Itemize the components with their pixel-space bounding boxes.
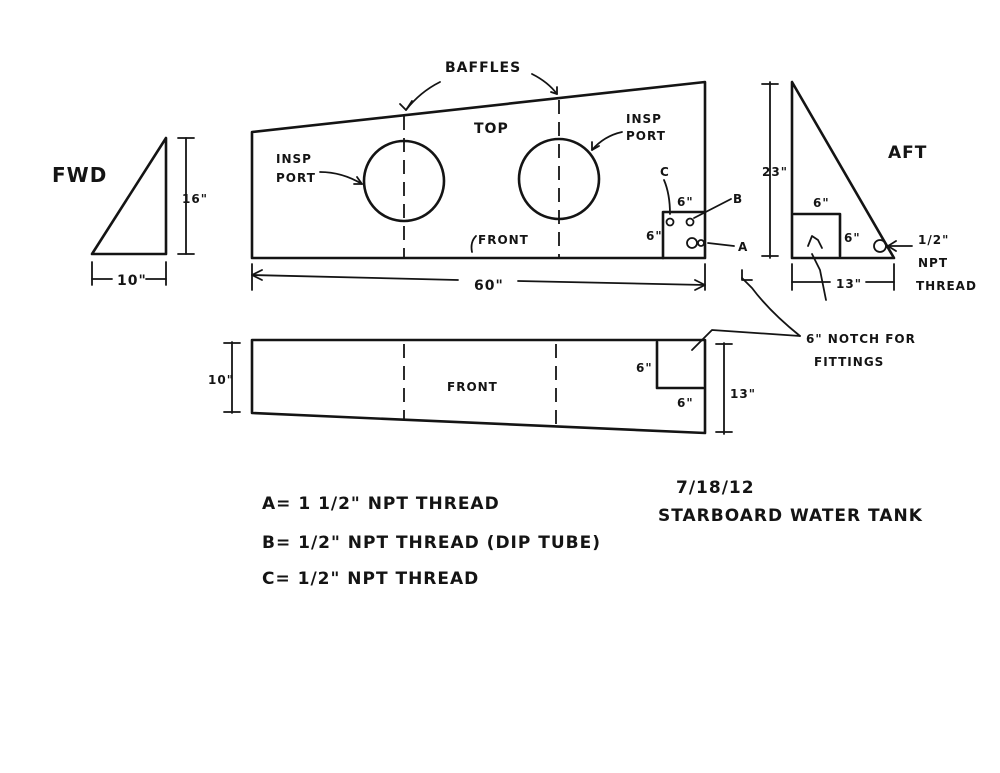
insp-port-left-arrow [319,171,363,185]
aft-view: 6" 6" AFT 23" 13" 1/2" NPT THREAD [761,80,977,293]
fitting-a-symbol [686,237,698,249]
drawing-title: STARBOARD WATER TANK [658,506,923,526]
baffles-arrow-right [531,73,558,95]
fitting-b-symbol [685,217,695,227]
aft-npt-label-1: 1/2" [918,233,949,247]
side-notch [655,340,705,390]
side-view: FRONT 6" 6" 10" 13" [208,338,756,435]
top-length-dim-right [517,280,706,286]
insp-port-right-label-2: PORT [626,129,666,143]
aft-npt-label-3: THREAD [916,279,977,293]
notch-label-2: FITTINGS [814,355,884,369]
fwd-triangle [90,136,168,256]
insp-port-left [362,139,446,223]
insp-port-right-label-1: INSP [626,112,662,126]
fitting-c-leader [663,179,671,215]
front-top-bracket [470,235,477,253]
side-right-h-dim: 13" [730,387,756,401]
aft-notch-w-dim: 6" [813,196,830,210]
side-view-outline [250,338,707,435]
baffles-arrowhead-left [399,100,413,111]
top-notch-h-dim: 6" [646,229,663,243]
fitting-c-symbol [665,217,675,227]
top-view: TOP BAFFLES INSP PORT INSP PORT FRONT 6"… [250,60,748,294]
insp-port-right-arrowhead [591,141,600,151]
aft-npt-label-2: NPT [918,256,948,270]
insp-port-left-arrowhead [353,176,363,185]
top-notch-w-dim: 6" [677,195,694,209]
notch-callout: 6" NOTCH FOR FITTINGS [691,253,916,369]
side-left-h-dim: 10" [208,373,234,387]
aft-notch-h-dim: 6" [844,231,861,245]
top-label: TOP [474,121,509,137]
notch-leader-top [741,277,801,337]
notch-leader-side [691,329,801,351]
top-length-dim: 60" [474,278,504,294]
top-length-arrowhead-left [251,269,263,281]
side-notch-w-dim: 6" [677,396,694,410]
fwd-width-dim: 10" [117,273,147,289]
insp-port-right [517,137,601,221]
insp-port-right-arrow [591,131,623,151]
front-top-label: FRONT [478,233,529,247]
notch-leader-aft [811,253,827,301]
legend-b: B= 1/2" NPT THREAD (DIP TUBE) [262,533,601,553]
aft-notch [792,212,842,258]
aft-width-dim: 13" [836,277,862,291]
top-length-dim-left [251,274,459,281]
notch-label-1: 6" NOTCH FOR [806,332,916,346]
side-notch-h-dim: 6" [636,361,653,375]
fwd-view: FWD 16" 10" [52,136,208,289]
insp-port-left-label-1: INSP [276,152,312,166]
top-notch [661,210,707,260]
drawing-date: 7/18/12 [676,478,755,498]
fitting-a-label: A [738,240,748,254]
baffles-arrowhead-right [550,86,558,95]
top-view-outline [250,80,707,260]
fitting-a-leader [707,242,735,247]
legend-a: A= 1 1/2" NPT THREAD [262,494,500,514]
baffles-arrow-left [405,81,441,111]
fitting-legend: A= 1 1/2" NPT THREAD B= 1/2" NPT THREAD … [262,494,601,589]
insp-port-left-label-2: PORT [276,171,316,185]
fitting-b-leader [693,198,732,219]
aft-npt-arrowhead [887,240,897,252]
fitting-b-label: B [733,192,743,206]
fwd-height-dim: 16" [182,192,208,206]
aft-label: AFT [888,143,927,163]
baffles-label: BAFFLES [445,60,521,76]
fitting-c-label: C [660,165,670,179]
fwd-label: FWD [52,163,107,187]
aft-triangle [790,80,896,260]
fitting-a-symbol-inner [697,239,705,247]
top-length-arrowhead-right [694,279,706,291]
title-block: 7/18/12 STARBOARD WATER TANK [658,478,923,526]
notch-arrowhead-top [741,269,753,281]
aft-height-dim: 23" [762,165,788,179]
legend-c: C= 1/2" NPT THREAD [262,569,479,589]
front-side-label: FRONT [447,380,498,394]
aft-notch-mark [807,235,823,249]
aft-npt-fitting-symbol [873,239,887,253]
